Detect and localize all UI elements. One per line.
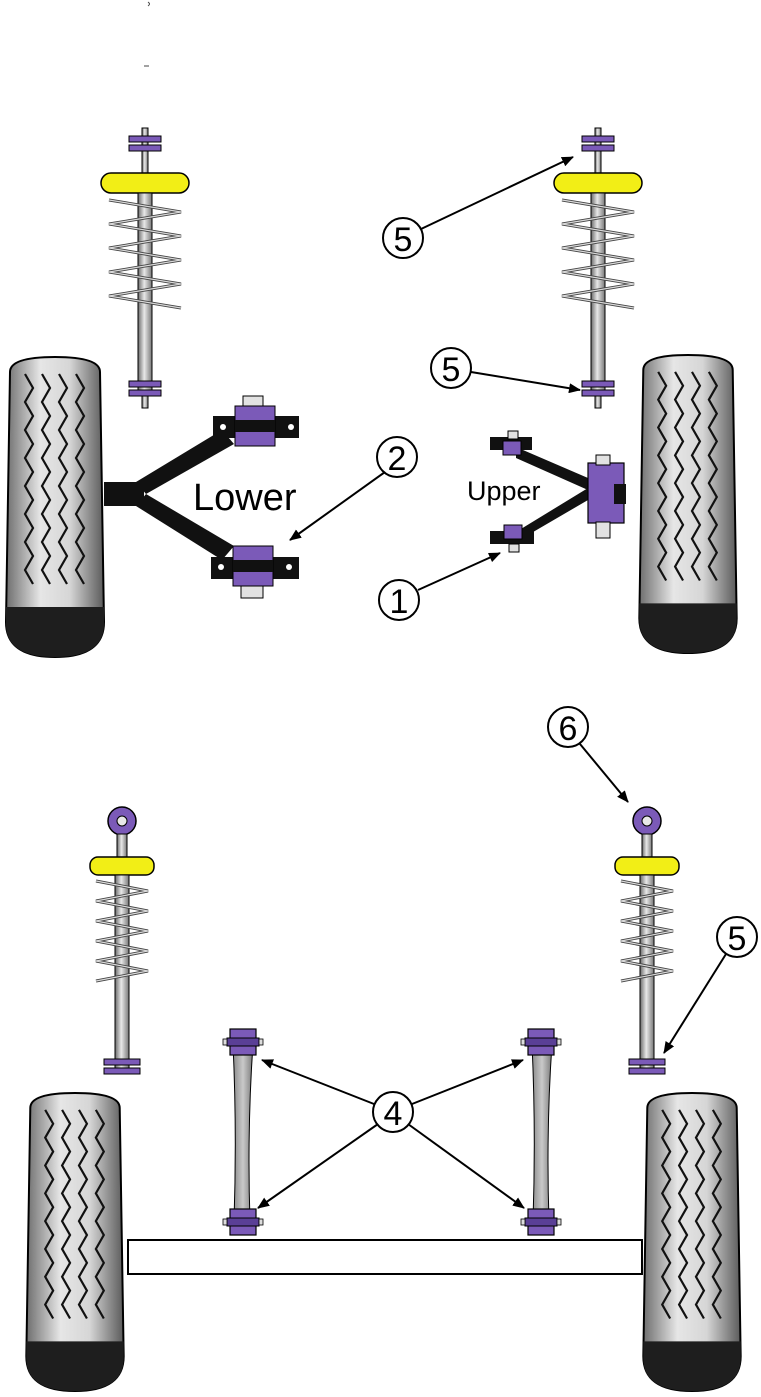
rear-right-link [520, 1028, 562, 1236]
rear-left-link-bottom-bush-icon [222, 1208, 264, 1236]
upper-arm-label: Upper [467, 476, 541, 506]
svg-text:2: 2 [388, 440, 407, 478]
upper-arm [490, 430, 626, 553]
callout-2: 2 [289, 436, 418, 541]
lower-wishbone [104, 395, 299, 599]
rear-left-assembly [25, 805, 156, 1393]
svg-text:4: 4 [384, 1095, 403, 1133]
rear-right-tyre-icon [642, 1091, 742, 1393]
front-right-tyre-icon [638, 353, 738, 655]
callout-5-rear: 5 [663, 916, 758, 1054]
svg-text:6: 6 [559, 710, 578, 748]
svg-text:5: 5 [394, 221, 413, 259]
lower-arm-label: Lower [193, 477, 297, 519]
front-left-assembly: Lower [4, 126, 299, 659]
rear-left-link [222, 1028, 264, 1236]
callout-1: 1 [378, 552, 501, 621]
front-right-strut-icon [552, 126, 644, 410]
rear-left-link-top-bush-icon [222, 1028, 264, 1056]
callout-6: 6 [547, 706, 629, 803]
front-left-strut-icon [99, 126, 191, 410]
rear-right-shock-icon [613, 805, 681, 1076]
front-left-tyre-icon [4, 355, 106, 659]
rear-right-link-top-bush-icon [520, 1028, 562, 1056]
svg-text:5: 5 [442, 351, 461, 389]
callout-4: 4 [257, 1059, 525, 1209]
rear-right-link-bottom-bush-icon [520, 1208, 562, 1236]
rear-left-tyre-icon [25, 1091, 125, 1393]
callout-5-mid: 5 [430, 347, 581, 394]
callout-5-top: 5 [382, 156, 574, 259]
rear-left-shock-icon [88, 805, 156, 1076]
svg-text:1: 1 [390, 583, 409, 621]
front-right-assembly: Upper [467, 126, 738, 655]
stray-marks [144, 1, 150, 67]
rear-right-assembly [613, 805, 742, 1393]
rear-beam-axle [127, 1239, 643, 1275]
svg-text:5: 5 [728, 920, 747, 958]
